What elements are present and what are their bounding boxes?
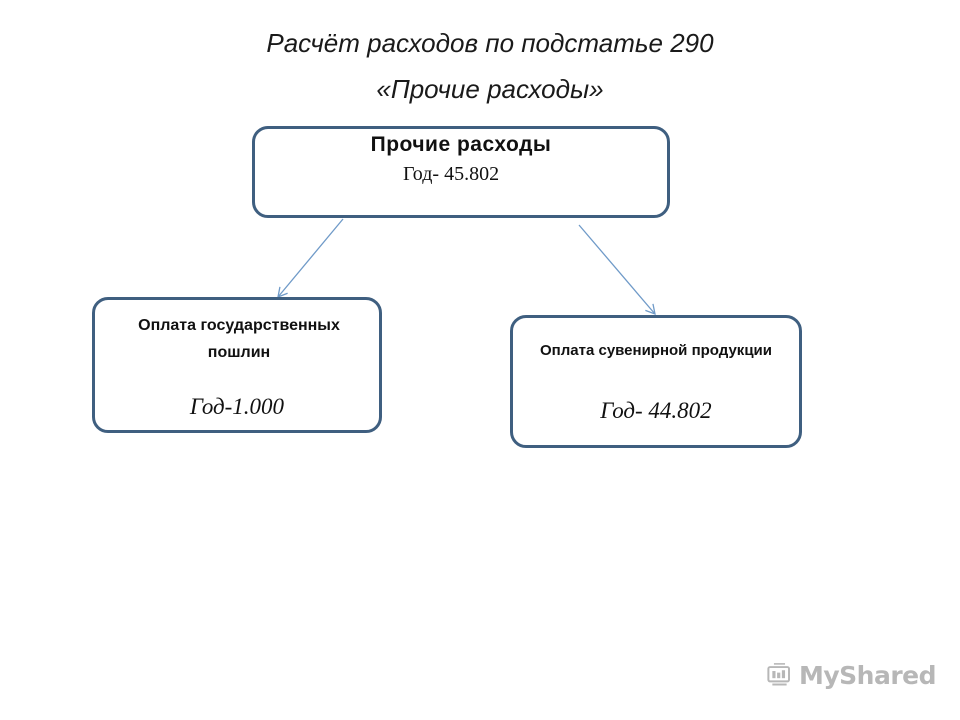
arrow-to-right-box bbox=[578, 224, 656, 316]
page-title: Расчёт расходов по подстатье 290 bbox=[266, 28, 714, 58]
mortarboard-icon bbox=[767, 663, 790, 686]
root-node-heading: Прочие расходы bbox=[370, 133, 552, 156]
page-subtitle: «Прочие расходы» bbox=[376, 74, 604, 104]
child-node-box-duties: Оплата государственных пошлин Год-1.000 bbox=[92, 297, 382, 433]
child-node-value: Год-1.000 bbox=[189, 394, 285, 419]
root-node-value: Год- 45.802 bbox=[403, 163, 500, 185]
child-node-value: Год- 44.802 bbox=[600, 398, 712, 423]
child-node-heading: Оплата сувенирной продукции bbox=[540, 342, 772, 359]
arrow-to-left-box bbox=[277, 218, 344, 299]
child-node-heading: Оплата государственных пошлин bbox=[138, 317, 340, 361]
watermark-logo: MyShared bbox=[766, 655, 937, 695]
child-node-box-souvenirs: Оплата сувенирной продукции Год- 44.802 bbox=[510, 315, 802, 448]
root-node-box: Прочие расходы Год- 45.802 bbox=[252, 126, 670, 218]
watermark-text: MyShared bbox=[798, 660, 937, 690]
